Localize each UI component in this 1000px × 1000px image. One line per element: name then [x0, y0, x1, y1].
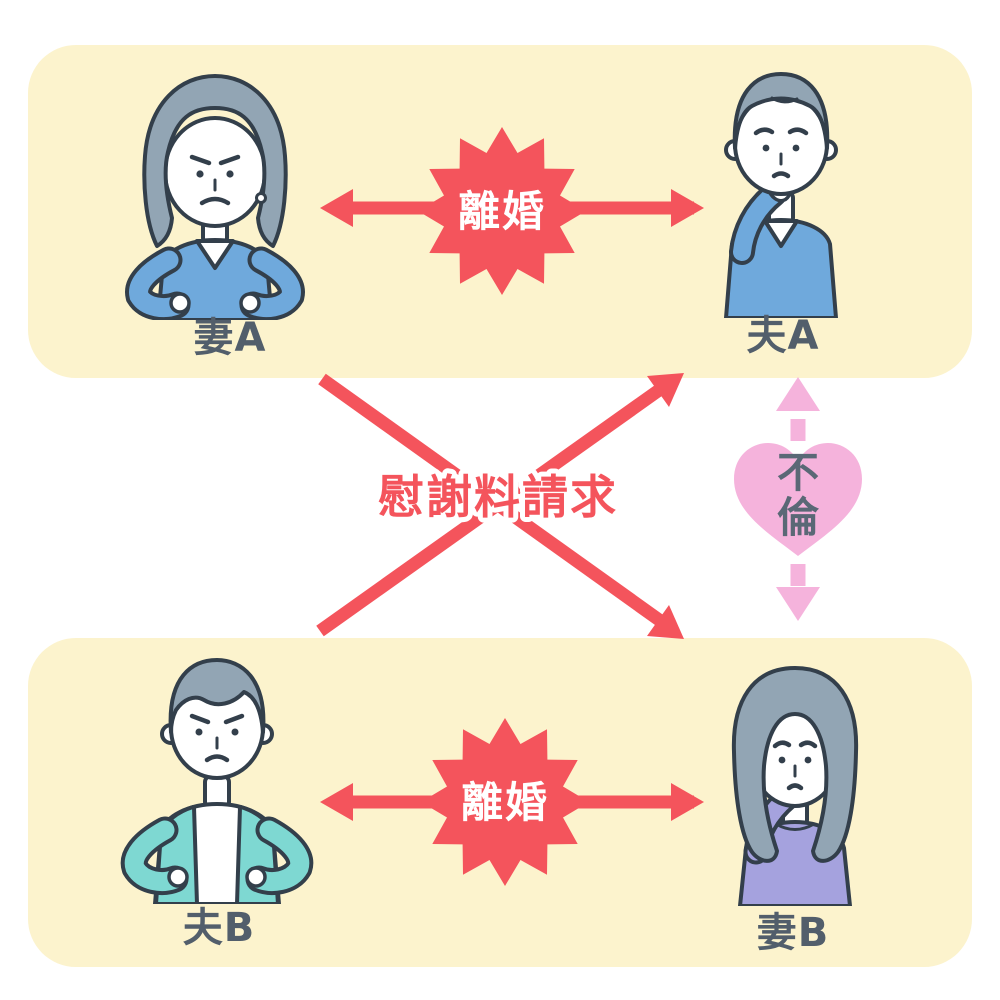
wife-a-face [163, 116, 267, 228]
wife-a-earring [255, 192, 267, 204]
husband-b-right-brow [223, 713, 245, 725]
worried-wife-illustration [731, 666, 859, 906]
wife-a-right-hand [239, 292, 261, 314]
husband-a-vneck [763, 219, 799, 248]
wife-a-left-brow [189, 154, 212, 166]
wife-b-right-brow [798, 740, 818, 749]
husband-a-raised-arm [733, 185, 783, 261]
wife-a-left-arm [129, 250, 187, 318]
husband-b-right-hand [245, 866, 267, 888]
divorce-burst-top-label: 離婚 [458, 187, 546, 236]
angry-husband-illustration [120, 658, 314, 904]
divorce-burst-top-icon: 離婚 [418, 127, 586, 295]
wife-b-right-eye [804, 756, 812, 764]
husband-b-left-eye [195, 728, 203, 736]
husband-a-right-brow [787, 127, 809, 136]
wife-a-right-eye [226, 170, 234, 178]
husband-a-mouth [771, 171, 791, 179]
husband-a-hair-part [770, 96, 799, 104]
husband-a-left-eye [762, 144, 770, 152]
husband-a-label: 夫A [746, 313, 820, 359]
affair-heart-arrow-icon: 不 倫 [734, 377, 862, 621]
heart-icon [734, 443, 862, 556]
wife-a-right-arm [243, 250, 301, 318]
claim-cross-arrows-icon [316, 373, 684, 639]
husband-b-mouth [204, 754, 230, 763]
wife-a-hair [142, 74, 288, 248]
husband-b-left-brow [189, 713, 211, 725]
wife-b-left-eye [778, 756, 786, 764]
wife-a-vneck [195, 239, 235, 270]
affair-label-top-char: 不 [777, 448, 819, 497]
affair-label-bottom-char: 倫 [777, 493, 820, 542]
divorce-burst-bottom-icon: 離婚 [421, 718, 589, 886]
husband-b-left-arm [124, 820, 185, 891]
husband-b-left-hand [167, 866, 189, 888]
husband-a-left-brow [753, 127, 775, 136]
wife-a-left-hand [169, 292, 191, 314]
husband-b-label: 夫B [182, 905, 256, 951]
divorce-burst-bottom-label: 離婚 [461, 778, 549, 827]
claim-label: 慰謝料請求 [378, 470, 618, 524]
husband-b-right-arm [249, 820, 310, 891]
husband-a-right-eye [792, 144, 800, 152]
husband-b-right-eye [231, 728, 239, 736]
wife-b-hair [731, 666, 859, 863]
worried-husband-illustration [724, 72, 838, 318]
wife-b-mouth [786, 783, 804, 791]
wife-a-label: 妻A [193, 315, 267, 361]
wife-a-mouth [199, 196, 231, 206]
angry-wife-illustration [125, 74, 305, 320]
wife-b-left-brow [772, 740, 792, 749]
wife-b-label: 妻B [756, 910, 830, 956]
wife-a-right-brow [218, 154, 241, 166]
husband-b-hair [168, 658, 266, 734]
wife-b-neckline [774, 822, 816, 831]
husband-a-hair [732, 72, 830, 150]
wife-a-left-eye [196, 170, 204, 178]
